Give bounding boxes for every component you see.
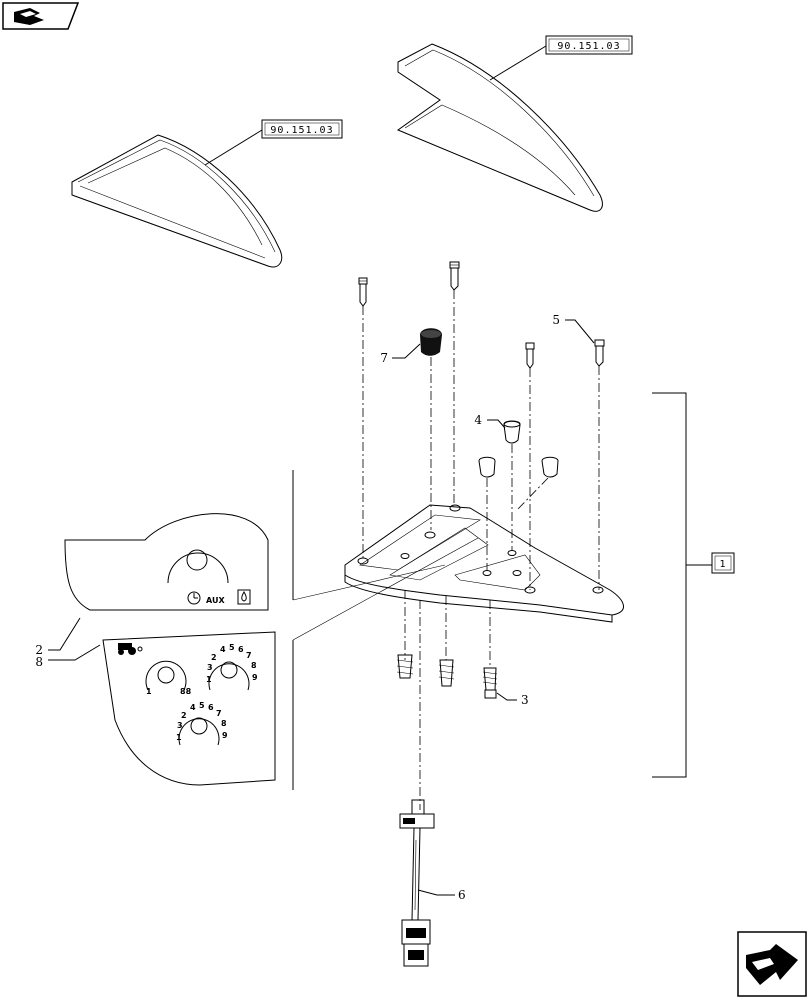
svg-text:2: 2 — [181, 711, 187, 720]
svg-text:9: 9 — [222, 731, 228, 740]
decal-upper: AUX — [64, 513, 269, 611]
svg-text:3: 3 — [207, 663, 213, 672]
panel-plate — [344, 504, 624, 623]
next-page-arrow-icon — [746, 944, 798, 985]
left-cover-reference[interactable]: 90.151.03 — [204, 119, 343, 166]
callout-6: 6 — [458, 888, 466, 902]
screw-top-center — [449, 261, 460, 291]
right-cover-part — [396, 43, 603, 212]
assembly-bracket — [652, 392, 712, 778]
callout-5: 5 — [552, 313, 560, 327]
knob-item-7 — [420, 328, 442, 356]
svg-text:2: 2 — [211, 653, 217, 662]
screw-item-3 — [482, 667, 498, 699]
fluid-drop-icon — [237, 589, 251, 605]
assembly-ref-text: 1 — [719, 559, 726, 570]
tractor-icon — [118, 643, 143, 655]
callout-7: 7 — [380, 351, 388, 365]
svg-text:6: 6 — [208, 703, 214, 712]
svg-text:1: 1 — [206, 675, 212, 684]
prev-page-button[interactable] — [2, 2, 80, 30]
svg-text:3: 3 — [177, 721, 183, 730]
callout-4: 4 — [474, 413, 482, 427]
plug-left — [396, 654, 414, 679]
svg-text:9: 9 — [252, 673, 258, 682]
plug-center — [438, 659, 455, 687]
screw-top-left — [358, 277, 368, 307]
callout-2: 2 — [35, 643, 43, 657]
dial1-max: 88 — [180, 687, 192, 696]
callout-3: 3 — [521, 693, 529, 707]
svg-text:1: 1 — [176, 733, 182, 742]
clock-icon — [187, 591, 201, 605]
decal-lower: 1 88 2 3 4 5 6 7 8 9 1 2 3 4 5 6 7 8 9 1 — [102, 631, 276, 786]
svg-text:6: 6 — [238, 645, 244, 654]
svg-text:5: 5 — [229, 643, 235, 652]
svg-text:4: 4 — [190, 703, 196, 712]
screw-item-5 — [594, 339, 605, 367]
svg-text:4: 4 — [220, 645, 226, 654]
prev-page-arrow-icon — [14, 8, 44, 25]
left-cover-ref-text: 90.151.03 — [270, 125, 333, 136]
screw-right — [525, 342, 535, 369]
callout-8: 8 — [35, 655, 43, 669]
knob-item-4 — [503, 420, 521, 444]
knob-small-right — [541, 456, 559, 478]
dial1-min: 1 — [146, 687, 152, 696]
left-cover-part — [71, 134, 283, 268]
assembly-reference[interactable]: 1 — [711, 552, 735, 574]
cable-harness-item-6 — [399, 799, 435, 967]
svg-text:8: 8 — [221, 719, 227, 728]
right-cover-ref-text: 90.151.03 — [557, 41, 620, 52]
svg-text:8: 8 — [251, 661, 257, 670]
next-page-button[interactable] — [737, 931, 807, 997]
aux-label: AUX — [206, 596, 225, 605]
svg-text:7: 7 — [246, 651, 252, 660]
svg-text:7: 7 — [216, 709, 222, 718]
svg-text:5: 5 — [199, 701, 205, 710]
right-cover-reference[interactable]: 90.151.03 — [489, 35, 633, 81]
knob-small-left — [478, 456, 496, 478]
